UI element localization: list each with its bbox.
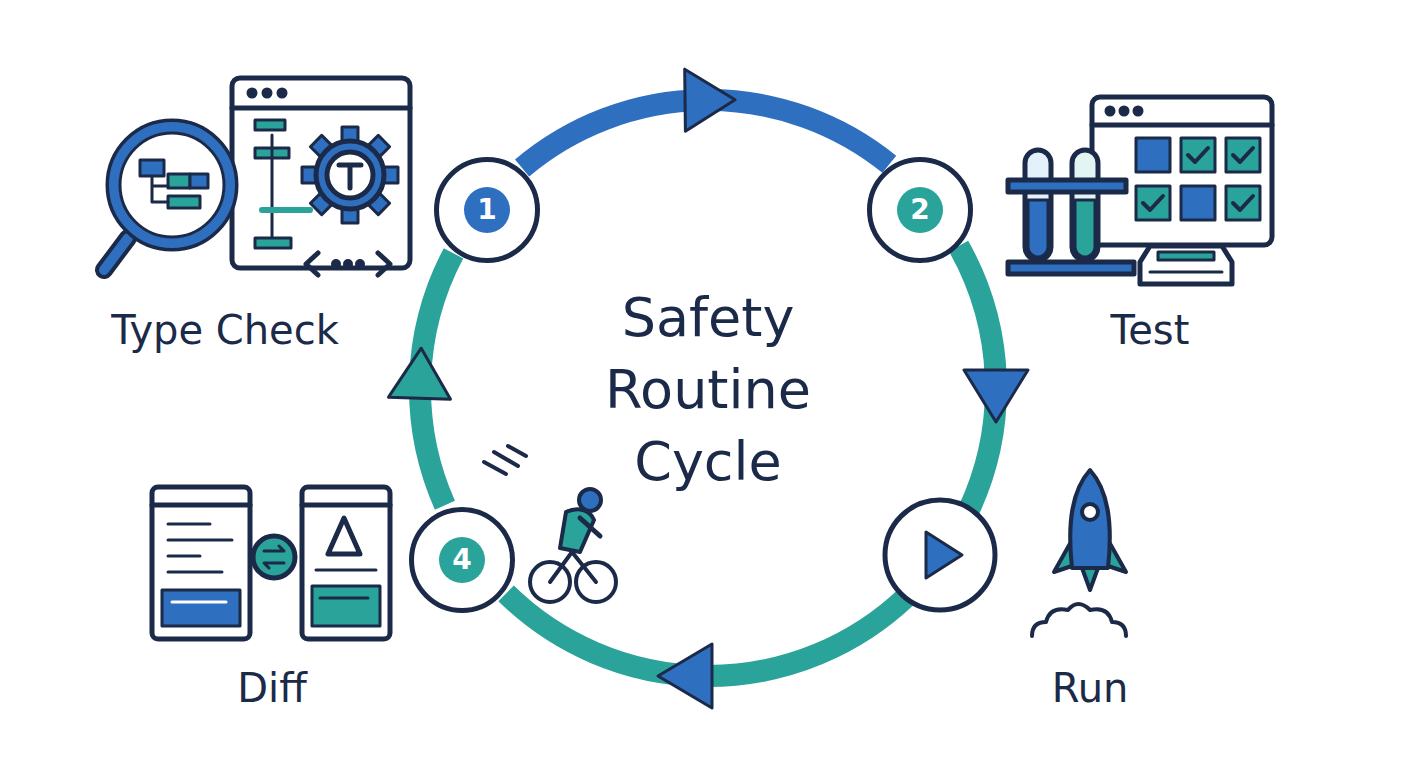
cycle-title: Safety Routine Cycle: [563, 282, 853, 498]
stage-label: Diff: [237, 664, 306, 712]
rocket-icon: [1032, 470, 1126, 636]
cycle-arrow: [389, 253, 454, 505]
test-icon: [1008, 97, 1272, 284]
stage-label: Run: [1052, 664, 1129, 712]
arrowhead: [389, 348, 451, 399]
arrowhead: [685, 69, 735, 131]
stage-label: Type Check: [111, 306, 339, 354]
edge-layer: [389, 69, 890, 505]
step-number: 4: [439, 537, 485, 583]
ring-arrowhead: [964, 370, 1028, 422]
step-number: 1: [464, 187, 510, 233]
step-circle: 1: [434, 157, 540, 263]
step-circle: 2: [867, 157, 973, 263]
step-circle: 4: [409, 507, 515, 613]
step-number: 2: [897, 187, 943, 233]
ring-arrowhead: [658, 644, 712, 708]
type-check-icon: [104, 78, 410, 275]
play-circle: [885, 500, 995, 610]
diff-icon: [152, 487, 390, 639]
stage-label: Test: [1111, 306, 1190, 354]
cycle-arrow: [522, 69, 889, 168]
